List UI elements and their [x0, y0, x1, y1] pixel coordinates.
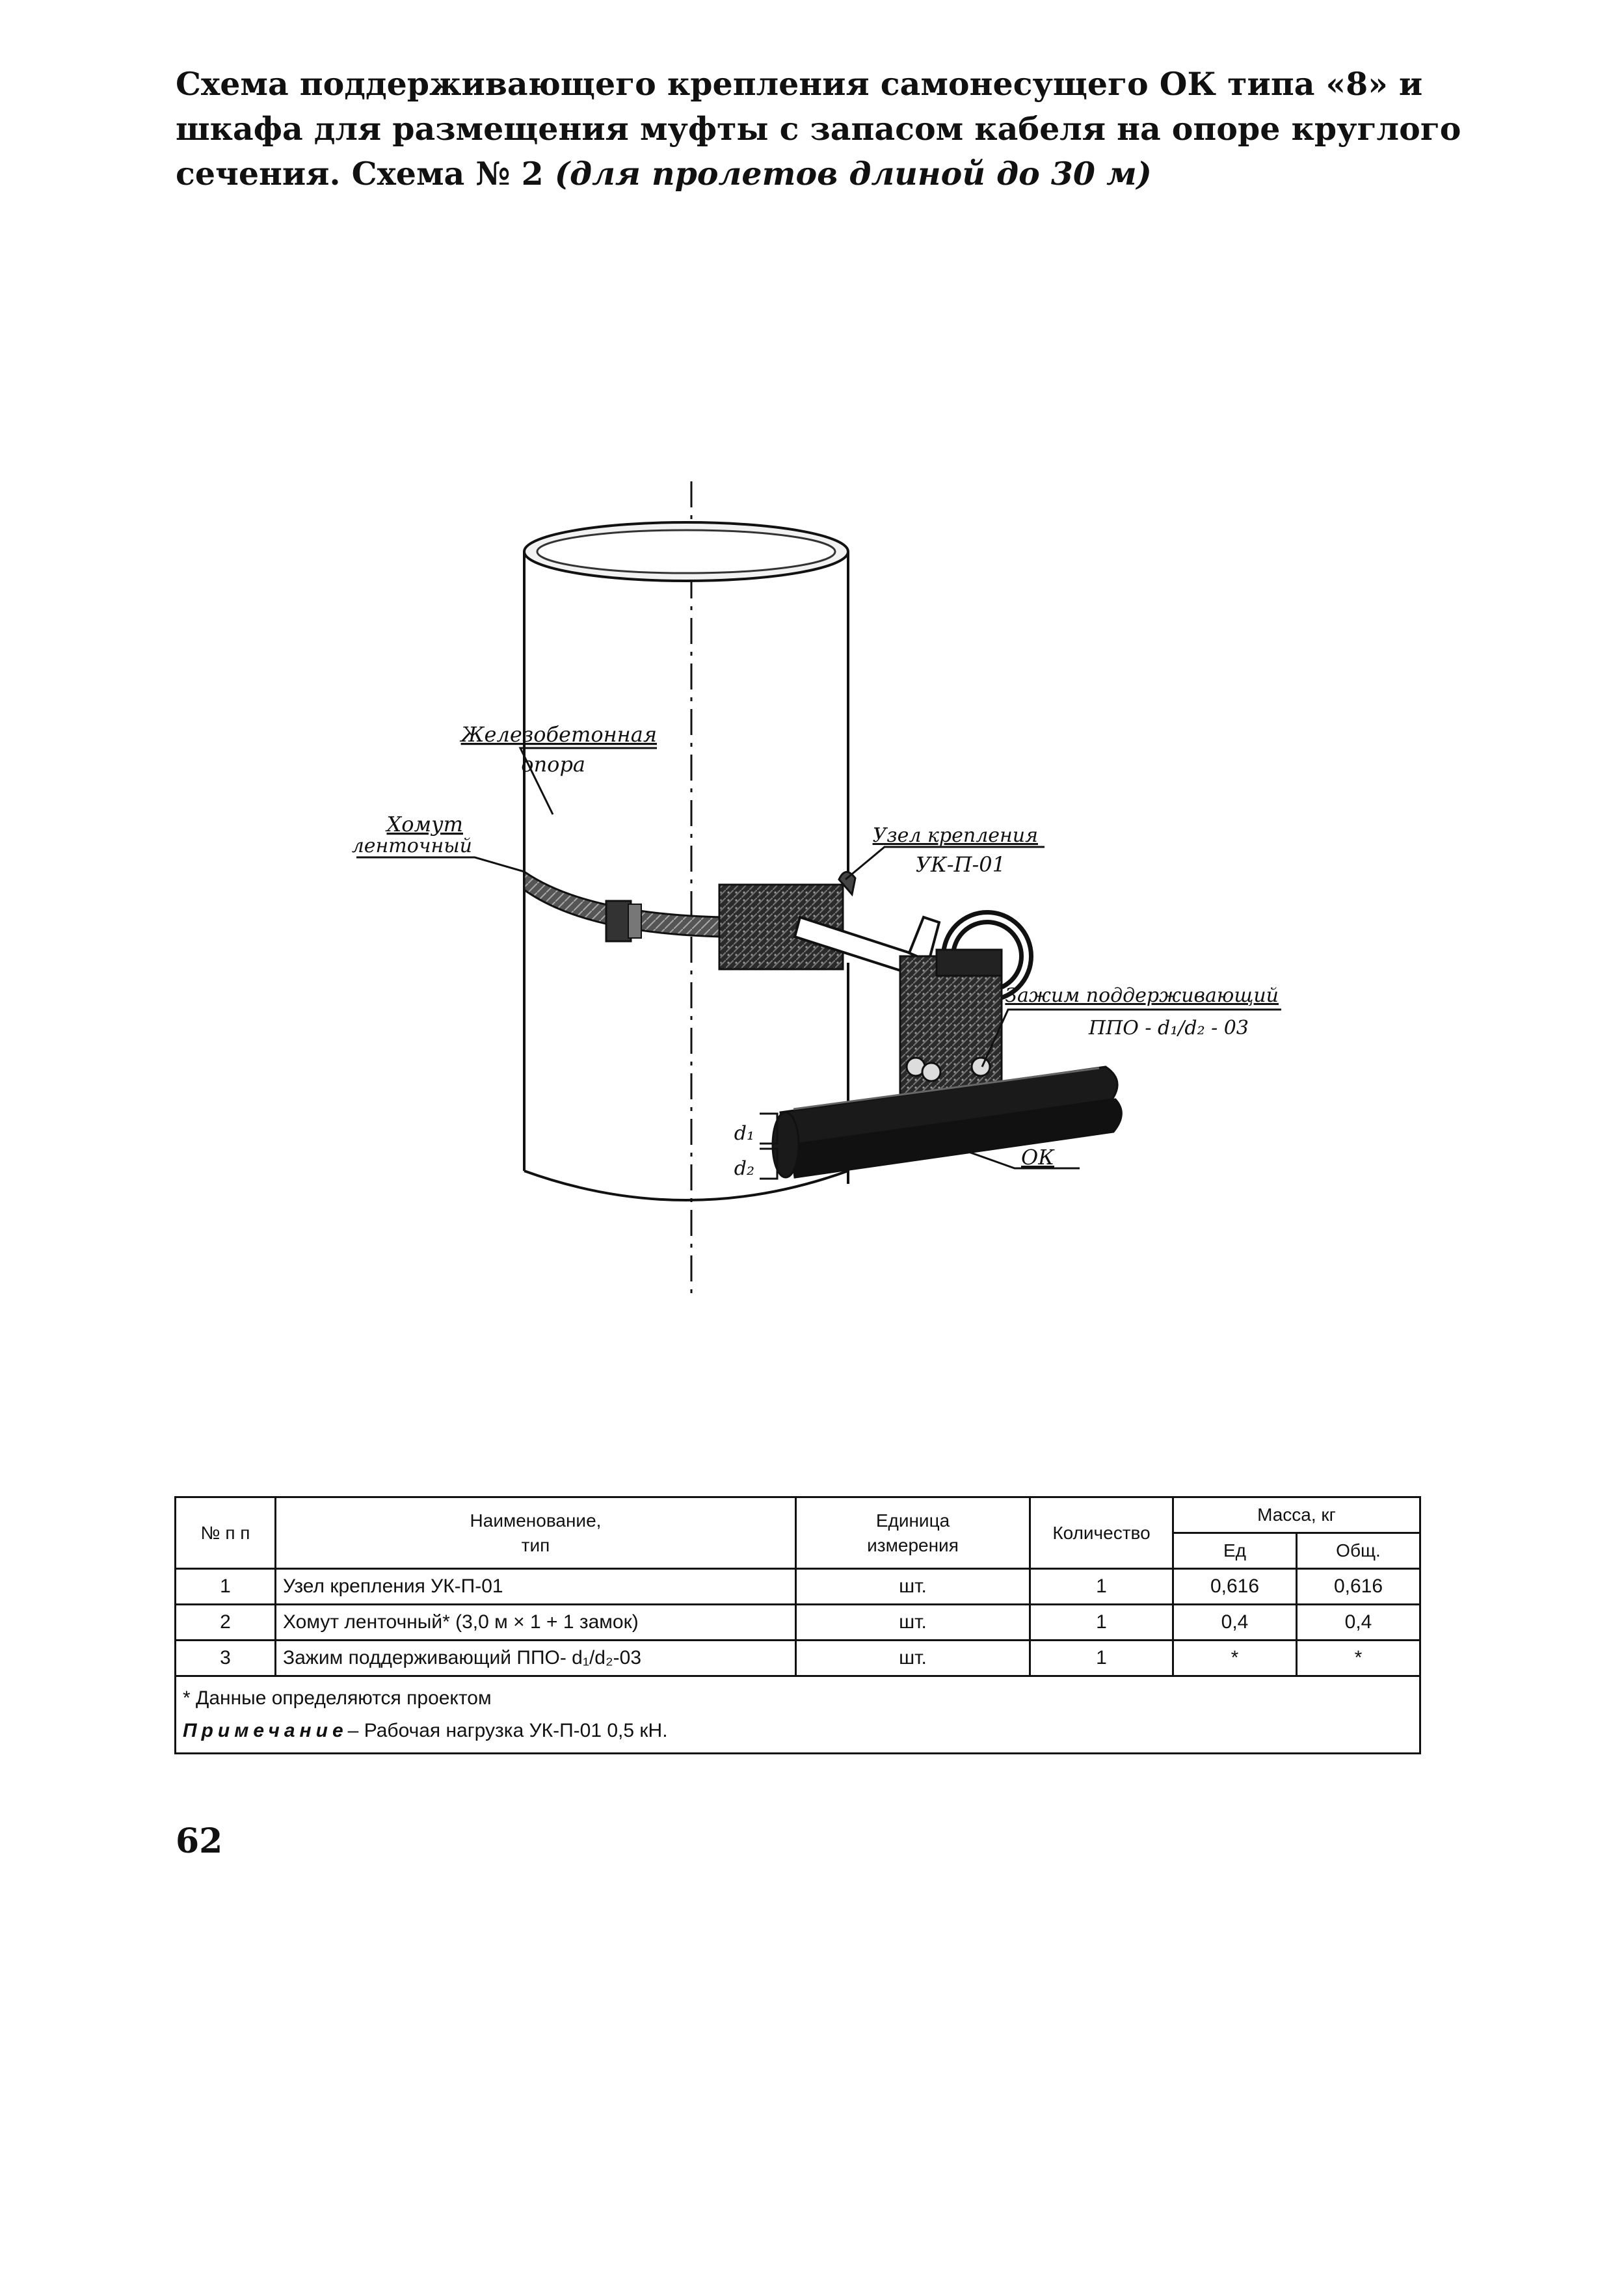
- note: Примечание– Рабочая нагрузка УК-П-01 0,5…: [183, 1715, 1413, 1747]
- optical-cable: [771, 1065, 1123, 1179]
- label-pole-line2: опора: [521, 752, 585, 777]
- row-name: Узел крепления УК-П-01: [274, 1568, 797, 1605]
- row-name: Зажим поддерживающий ППО- d₁/d₂-03: [274, 1639, 797, 1677]
- header-subrow: Ед Общ.: [176, 1532, 1421, 1570]
- row-mass-total: *: [1296, 1639, 1421, 1677]
- row-unit: шт.: [795, 1639, 1031, 1677]
- row-mass-total: 0,4: [1296, 1603, 1421, 1641]
- label-clamp-line2: ППО - d₁/d₂ - 03: [1088, 1017, 1249, 1039]
- col-header-name: Наименование,тип: [274, 1496, 797, 1570]
- row-mass-unit: *: [1172, 1639, 1298, 1677]
- label-d1: d₁: [734, 1122, 754, 1145]
- label-node-line1: Узел крепления: [873, 824, 1038, 847]
- row-num: 3: [174, 1639, 276, 1677]
- label-cable: ОК: [1021, 1145, 1055, 1170]
- row-mass-unit: 0,616: [1172, 1568, 1298, 1605]
- row-mass-unit: 0,4: [1172, 1603, 1298, 1641]
- row-qty: 1: [1029, 1639, 1174, 1677]
- mounting-diagram: Железобетонная опора Хомут ленточный Узе…: [352, 481, 1281, 1294]
- title-italic: (для пролетов длиной до 30 м): [554, 155, 1152, 193]
- label-pole-line1: Железобетонная: [460, 722, 657, 747]
- table-row: 2 Хомут ленточный* (3,0 м × 1 + 1 замок)…: [174, 1603, 1421, 1641]
- title-main: Схема поддерживающего крепления самонесу…: [176, 65, 1461, 193]
- table-notes: * Данные определяются проектом Примечани…: [174, 1675, 1421, 1754]
- pole: [523, 521, 849, 1201]
- label-clamp-line1: Зажим поддерживающий: [1005, 984, 1279, 1007]
- band-clamp: [523, 870, 723, 943]
- row-qty: 1: [1029, 1568, 1174, 1605]
- document-title: Схема поддерживающего крепления самонесу…: [176, 62, 1476, 196]
- label-d2: d₂: [734, 1157, 754, 1180]
- note-text: – Рабочая нагрузка УК-П-01 0,5 кН.: [347, 1720, 668, 1741]
- row-unit: шт.: [795, 1568, 1031, 1605]
- leader-lines: [356, 747, 1281, 1170]
- dimension-brackets: [760, 1112, 779, 1180]
- col-header-num: № п п: [174, 1496, 276, 1570]
- table-row: 1 Узел крепления УК-П-01 шт. 1 0,616 0,6…: [174, 1568, 1421, 1605]
- row-unit: шт.: [795, 1603, 1031, 1641]
- row-name: Хомут ленточный* (3,0 м × 1 + 1 замок): [274, 1603, 797, 1641]
- label-band-line2: ленточный: [352, 835, 472, 857]
- label-node-line2: УК-П-01: [916, 852, 1005, 877]
- label-band-line1: Хомут: [385, 812, 463, 837]
- col-header-mass: Масса, кг: [1172, 1496, 1421, 1534]
- table-row: 3 Зажим поддерживающий ППО- d₁/d₂-03 шт.…: [174, 1639, 1421, 1677]
- footnote: * Данные определяются проектом: [183, 1687, 492, 1709]
- col-header-mass-unit: Ед: [1172, 1532, 1298, 1570]
- note-label: Примечание: [183, 1720, 348, 1741]
- col-header-mass-total: Общ.: [1296, 1532, 1421, 1570]
- row-qty: 1: [1029, 1603, 1174, 1641]
- page-number: 62: [176, 1821, 223, 1861]
- notes-row: * Данные определяются проектом Примечани…: [174, 1675, 1421, 1754]
- col-header-qty: Количество: [1029, 1496, 1174, 1570]
- row-num: 2: [174, 1603, 276, 1641]
- row-num: 1: [174, 1568, 276, 1605]
- row-mass-total: 0,616: [1296, 1568, 1421, 1605]
